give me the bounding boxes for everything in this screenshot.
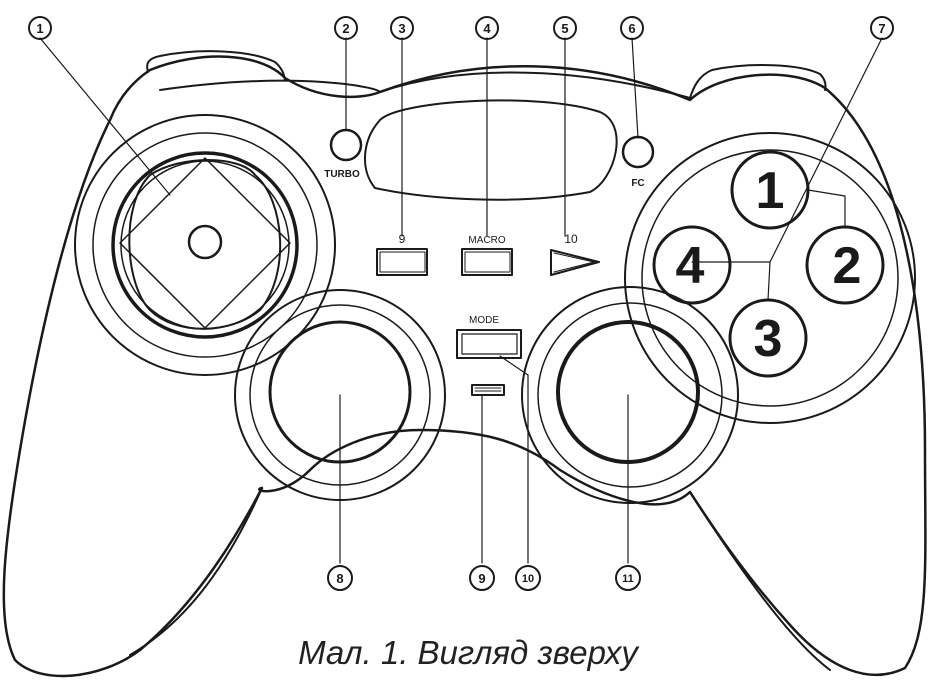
fc-label: FC	[631, 178, 644, 189]
face-button-3[interactable]: 3	[728, 298, 808, 378]
callout-5-label: 5	[561, 21, 568, 36]
callout-11-label: 11	[622, 573, 634, 585]
figure-caption: Мал. 1. Вигляд зверху	[298, 634, 638, 671]
leader-lines	[39, 37, 883, 564]
dpad[interactable]	[74, 114, 336, 376]
callout-10-label: 10	[522, 573, 534, 585]
callout-3-label: 3	[398, 21, 405, 36]
macro-button[interactable]: MACRO	[461, 235, 513, 276]
callout-1-label: 1	[36, 21, 43, 36]
face-button-1[interactable]: 1	[730, 150, 810, 230]
face-button-4[interactable]: 4	[652, 225, 732, 305]
fc-button[interactable]: FC	[621, 135, 655, 189]
button-9-label: 9	[399, 232, 406, 246]
callout-3: 3	[390, 16, 414, 40]
callout-2-label: 2	[342, 21, 349, 36]
button-10[interactable]: 10	[550, 232, 600, 276]
callout-4-label: 4	[483, 21, 491, 36]
mode-label: MODE	[469, 315, 499, 326]
face-button-area	[624, 132, 916, 424]
callout-6: 6	[620, 16, 644, 40]
mode-led	[471, 384, 505, 396]
callout-8-label: 8	[336, 571, 343, 586]
callout-7-label: 7	[878, 21, 885, 36]
callout-9-label: 9	[478, 571, 485, 586]
macro-label: MACRO	[468, 235, 505, 246]
face-button-2-label: 2	[833, 237, 862, 295]
callout-4: 4	[475, 16, 499, 40]
callout-1: 1	[28, 16, 52, 40]
mode-button[interactable]: MODE	[456, 315, 522, 359]
turbo-button[interactable]: TURBO	[324, 128, 363, 180]
face-button-1-label: 1	[756, 162, 785, 220]
callout-9: 9	[469, 565, 495, 591]
button-10-label: 10	[564, 232, 578, 246]
callout-8: 8	[327, 565, 353, 591]
callout-7: 7	[870, 16, 894, 40]
callout-5: 5	[553, 16, 577, 40]
callout-2: 2	[334, 16, 358, 40]
face-button-2[interactable]: 2	[805, 225, 885, 305]
callout-10: 10	[515, 565, 541, 591]
gamepad-body	[2, 50, 927, 678]
button-9[interactable]: 9	[376, 232, 428, 276]
face-button-4-label: 4	[676, 237, 705, 295]
face-button-3-label: 3	[754, 310, 783, 368]
callout-6-label: 6	[628, 21, 635, 36]
callout-11: 11	[615, 565, 641, 591]
turbo-label: TURBO	[324, 169, 360, 180]
